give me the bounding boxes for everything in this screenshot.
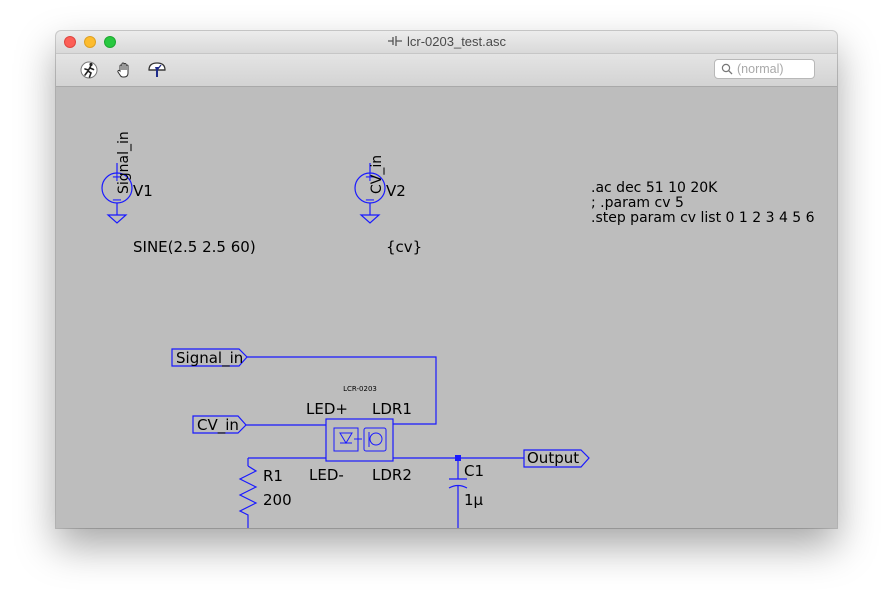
svg-text:+: + — [365, 170, 376, 185]
signal-in-port[interactable] — [171, 348, 248, 367]
run-icon[interactable] — [78, 60, 100, 80]
v1-name: V1 — [133, 182, 153, 200]
lcr-0203-optocoupler[interactable] — [325, 418, 394, 462]
cv-in-port-label: CV_in — [197, 416, 239, 435]
c1-capacitor[interactable] — [448, 478, 468, 528]
cv-in-port[interactable] — [192, 415, 247, 434]
schematic-file-icon — [388, 36, 402, 46]
opto-part-title: LCR-0203 — [343, 385, 377, 393]
opto-ldr1-label: LDR1 — [372, 400, 412, 418]
v1-voltage-source[interactable]: + − — [101, 163, 133, 224]
probe-icon[interactable] — [146, 60, 168, 80]
close-window-button[interactable] — [64, 36, 76, 48]
directive-ac[interactable]: .ac dec 51 10 20K — [591, 180, 718, 196]
pan-hand-icon[interactable] — [113, 60, 135, 80]
r1-name: R1 — [263, 467, 283, 485]
output-port[interactable] — [523, 449, 590, 468]
opto-ldr2-label: LDR2 — [372, 466, 412, 484]
r1-resistor[interactable] — [238, 465, 258, 528]
svg-text:+: + — [112, 170, 123, 185]
v1-value: SINE(2.5 2.5 60) — [133, 238, 256, 256]
directive-param[interactable]: ; .param cv 5 — [591, 195, 684, 211]
search-icon — [721, 63, 733, 75]
v2-net-label: CV_in — [369, 155, 385, 194]
output-port-label: Output — [527, 449, 579, 467]
v2-name: V2 — [386, 182, 406, 200]
svg-text:−: − — [365, 193, 376, 208]
v2-value: {cv} — [386, 238, 422, 256]
junction-dot — [455, 455, 461, 461]
v1-net-label: Signal_in — [116, 131, 132, 194]
search-field[interactable] — [714, 59, 815, 79]
directive-step[interactable]: .step param cv list 0 1 2 3 4 5 6 — [591, 210, 815, 226]
opto-led-minus-label: LED- — [309, 466, 344, 484]
c1-name: C1 — [464, 462, 484, 480]
search-input[interactable] — [737, 61, 813, 77]
zoom-window-button[interactable] — [104, 36, 116, 48]
opto-led-plus-label: LED+ — [306, 400, 348, 418]
v2-voltage-source[interactable]: + − — [354, 163, 386, 224]
svg-text:−: − — [112, 193, 123, 208]
app-window: lcr-0203_test.asc — [56, 31, 837, 528]
signal-in-port-label: Signal_in — [176, 349, 243, 368]
toolbar — [56, 54, 837, 87]
schematic-canvas[interactable]: + − Signal_in V1 SINE(2.5 2.5 60) + − CV… — [56, 87, 837, 528]
c1-value: 1μ — [464, 491, 484, 509]
window-title-text: lcr-0203_test.asc — [407, 34, 506, 49]
title-bar: lcr-0203_test.asc — [56, 31, 837, 54]
window-title: lcr-0203_test.asc — [56, 34, 837, 49]
minimize-window-button[interactable] — [84, 36, 96, 48]
schematic-drawing: + − Signal_in V1 SINE(2.5 2.5 60) + − CV… — [101, 131, 815, 528]
r1-value: 200 — [263, 491, 292, 509]
